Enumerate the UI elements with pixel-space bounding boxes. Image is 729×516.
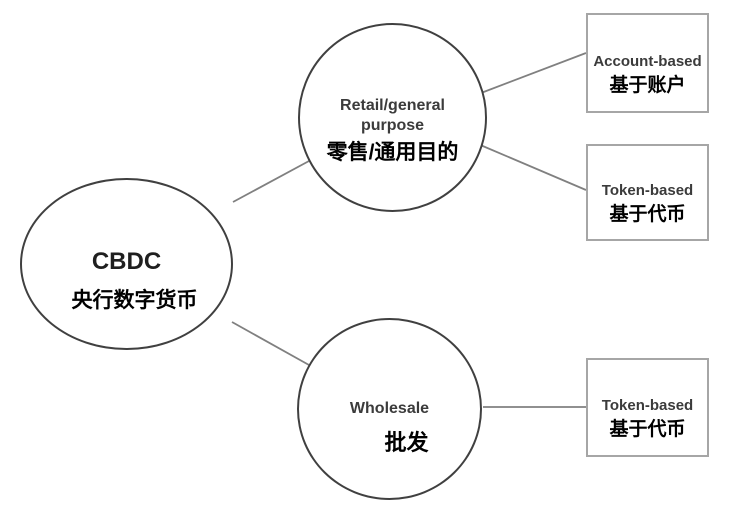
retail-token-based-label-zh: 基于代币 <box>609 204 686 225</box>
retail-label-en-line1: Retail/general <box>340 97 445 114</box>
connector-cbdc-retail <box>232 160 310 203</box>
retail-token-based-box: Token-based 基于代币 <box>586 144 709 241</box>
account-based-label-en: Account-based <box>593 52 702 70</box>
connector-cbdc-wholesale <box>231 321 310 366</box>
wholesale-label-zh: 批发 <box>384 430 429 455</box>
wholesale-node: Wholesale 批发 <box>297 318 482 500</box>
retail-label-en-line2: purpose <box>360 117 425 134</box>
retail-token-based-label-en: Token-based <box>601 182 694 199</box>
connector-retail-token-based <box>477 143 587 191</box>
connector-retail-account-based <box>480 52 587 94</box>
retail-label-zh: 零售/通用目的 <box>326 141 459 164</box>
wholesale-token-based-label-en: Token-based <box>601 397 694 414</box>
account-based-box: Account-based 基于账户 <box>586 13 709 113</box>
retail-general-purpose-node: Retail/general purpose 零售/通用目的 <box>298 23 487 212</box>
cbdc-node: CBDC 央行数字货币 <box>20 178 233 350</box>
account-based-label-zh: 基于账户 <box>609 74 686 96</box>
wholesale-label-en: Wholesale <box>349 400 430 417</box>
wholesale-token-based-box: Token-based 基于代币 <box>586 358 709 457</box>
cbdc-label-zh: 央行数字货币 <box>71 289 198 312</box>
cbdc-label-en: CBDC <box>91 248 162 275</box>
wholesale-token-based-label-zh: 基于代币 <box>609 419 686 440</box>
